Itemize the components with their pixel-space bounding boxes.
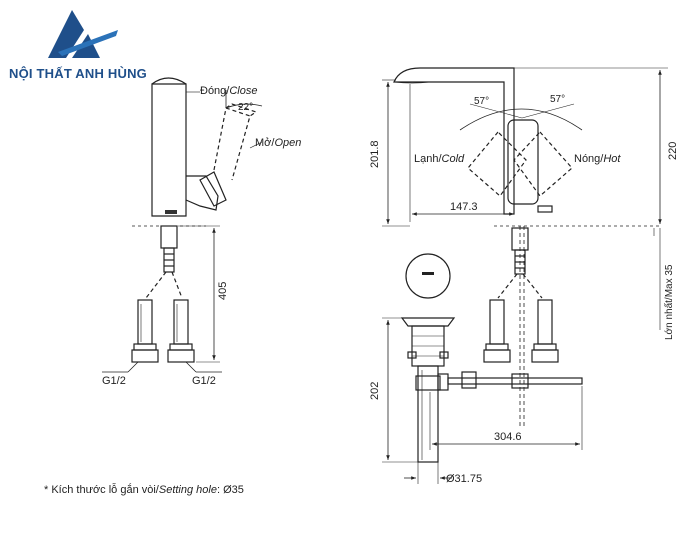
label-angle-22: 22° (238, 102, 253, 113)
dim-201-8: 201.8 (369, 140, 381, 168)
drain-assembly (382, 226, 583, 484)
label-g-right: G1/2 (192, 375, 216, 387)
dim-202: 202 (369, 382, 381, 400)
dim-max-35: Lớn nhất/Max 35 (663, 264, 675, 340)
dim-147-3: 147.3 (450, 201, 478, 213)
label-close: Đóng/Close (200, 85, 257, 97)
brand-logo (48, 10, 118, 58)
note-suffix: : Ø35 (216, 484, 244, 496)
dim-304-6: 304.6 (494, 431, 522, 443)
label-cold: Lạnh/Cold (414, 153, 465, 165)
faucet-side-view (102, 77, 263, 373)
label-open: Mở/Open (255, 137, 301, 149)
label-angle-57-left: 57° (474, 96, 489, 107)
setting-hole-note: * Kích thước lỗ gắn vòi/Setting hole: Ø3… (44, 484, 244, 496)
dim-405: 405 (217, 282, 229, 300)
dim-220: 220 (667, 142, 679, 160)
label-g-left: G1/2 (102, 375, 126, 387)
note-prefix: * Kích thước lỗ gắn vòi/ (44, 484, 159, 496)
label-hot: Nóng/Hot (574, 153, 621, 165)
label-angle-57-right: 57° (550, 94, 565, 105)
brand-name: NỘI THẤT ANH HÙNG (9, 66, 147, 81)
note-italic: Setting hole (158, 484, 217, 496)
dim-31-75: Ø31.75 (446, 473, 482, 485)
